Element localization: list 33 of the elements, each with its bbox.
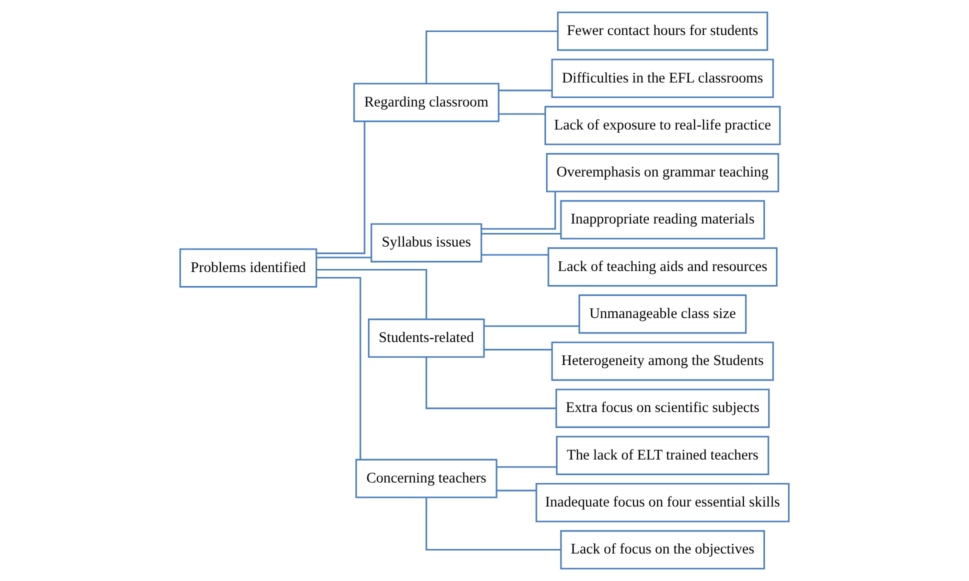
node-box: Fewer contact hours for students xyxy=(557,12,768,51)
connector xyxy=(481,254,548,256)
node-box: Students-related xyxy=(368,318,485,358)
node-box: Difficulties in the EFL classrooms xyxy=(551,58,774,98)
node-box: Problems identified xyxy=(179,248,318,288)
node-box: Lack of focus on the objectives xyxy=(560,530,765,570)
node-box: Syllabus issues xyxy=(370,223,482,262)
connector xyxy=(498,90,552,92)
connector xyxy=(484,325,580,327)
node-box: Extra focus on scientific subjects xyxy=(555,388,770,428)
connector xyxy=(316,276,362,460)
connector xyxy=(316,256,372,258)
node-box: Inadequate focus on four essential skills xyxy=(536,482,790,522)
connector xyxy=(481,192,556,230)
node-box: Overemphasis on grammar teaching xyxy=(546,153,780,192)
connector xyxy=(426,357,556,410)
connector xyxy=(496,490,536,492)
node-box: Lack of teaching aids and resources xyxy=(548,247,778,287)
connector xyxy=(484,348,552,350)
connector xyxy=(426,30,558,84)
node-box: Heterogeneity among the Students xyxy=(551,342,774,381)
connector xyxy=(496,466,557,468)
connector xyxy=(498,113,545,115)
node-box: Regarding classroom xyxy=(353,82,500,122)
node-box: Unmanageable class size xyxy=(578,294,747,334)
node-box: Concerning teachers xyxy=(355,458,498,498)
node-box: The lack of ELT trained teachers xyxy=(556,436,770,476)
connector xyxy=(426,498,561,551)
node-box: Inappropriate reading materials xyxy=(560,200,765,240)
node-box: Lack of exposure to real-life practice xyxy=(544,106,781,146)
connector xyxy=(316,122,366,254)
connector xyxy=(316,268,428,320)
connector xyxy=(481,232,561,235)
